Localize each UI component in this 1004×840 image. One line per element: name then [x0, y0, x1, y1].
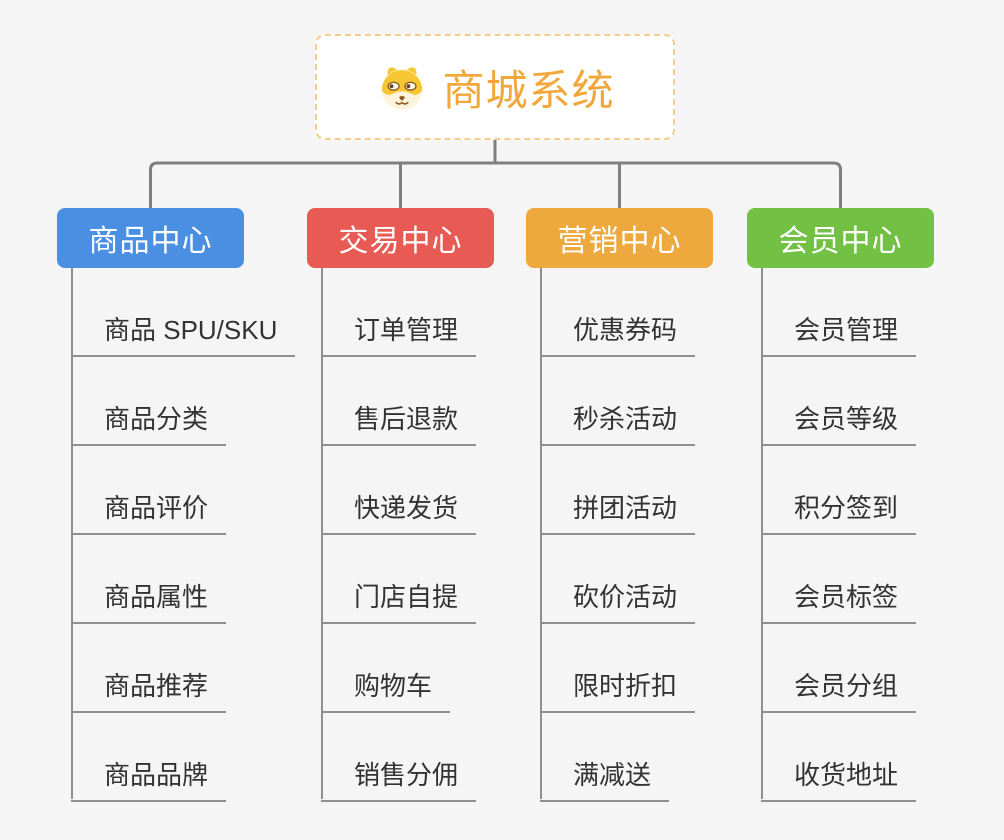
leaf-node[interactable]: 会员标签: [747, 535, 1004, 624]
leaf-label: 会员等级: [761, 399, 917, 446]
leaf-node[interactable]: 商品评价: [57, 446, 317, 535]
branch-node-member-center[interactable]: 会员中心: [747, 208, 934, 268]
leaf-node[interactable]: 限时折扣: [526, 624, 786, 713]
leaf-label: 会员标签: [761, 577, 917, 624]
leaf-node[interactable]: 积分签到: [747, 446, 1004, 535]
branch-label: 会员中心: [778, 225, 903, 258]
branch-vertical-line: [761, 268, 763, 799]
leaf-node[interactable]: 购物车: [307, 624, 567, 713]
branch-column-product-center: 商品 SPU/SKU 商品分类 商品评价 商品属性 商品推荐 商品品牌: [57, 268, 317, 802]
leaf-label: 收货地址: [761, 755, 917, 802]
leaf-node[interactable]: 快递发货: [307, 446, 567, 535]
leaf-label: 订单管理: [321, 310, 477, 357]
leaf-node[interactable]: 会员分组: [747, 624, 1004, 713]
leaf-node[interactable]: 优惠券码: [526, 268, 786, 357]
leaf-label: 砍价活动: [540, 577, 696, 624]
leaf-node[interactable]: 砍价活动: [526, 535, 786, 624]
root-node-mall-system[interactable]: 商城系统: [315, 34, 675, 140]
leaf-label: 快递发货: [321, 488, 477, 535]
leaf-label: 商品 SPU/SKU: [71, 310, 296, 357]
leaf-node[interactable]: 销售分佣: [307, 713, 567, 802]
branch-column-member-center: 会员管理 会员等级 积分签到 会员标签 会员分组 收货地址: [747, 268, 1004, 802]
leaf-label: 商品评价: [71, 488, 227, 535]
branch-column-trade-center: 订单管理 售后退款 快递发货 门店自提 购物车 销售分佣: [307, 268, 567, 802]
leaf-label: 会员管理: [761, 310, 917, 357]
leaf-label: 销售分佣: [321, 755, 477, 802]
leaf-label: 购物车: [321, 666, 451, 713]
leaf-label: 优惠券码: [540, 310, 696, 357]
branch-node-product-center[interactable]: 商品中心: [57, 208, 244, 268]
leaf-label: 限时折扣: [540, 666, 696, 713]
root-node-title: 商城系统: [442, 66, 615, 114]
leaf-node[interactable]: 收货地址: [747, 713, 1004, 802]
leaf-node[interactable]: 商品 SPU/SKU: [57, 268, 317, 357]
leaf-node[interactable]: 会员等级: [747, 357, 1004, 446]
leaf-node[interactable]: 满减送: [526, 713, 786, 802]
leaf-node[interactable]: 售后退款: [307, 357, 567, 446]
leaf-node[interactable]: 会员管理: [747, 268, 1004, 357]
leaf-node[interactable]: 订单管理: [307, 268, 567, 357]
branch-label: 商品中心: [88, 225, 213, 258]
branch-vertical-line: [321, 268, 323, 799]
leaf-label: 拼团活动: [540, 488, 696, 535]
branch-label: 营销中心: [557, 225, 682, 258]
leaf-label: 商品属性: [71, 577, 227, 624]
leaf-label: 商品分类: [71, 399, 227, 446]
leaf-node[interactable]: 门店自提: [307, 535, 567, 624]
leaf-node[interactable]: 拼团活动: [526, 446, 786, 535]
branch-column-marketing-center: 优惠券码 秒杀活动 拼团活动 砍价活动 限时折扣 满减送: [526, 268, 786, 802]
branch-node-marketing-center[interactable]: 营销中心: [526, 208, 713, 268]
leaf-node[interactable]: 商品推荐: [57, 624, 317, 713]
leaf-node[interactable]: 商品品牌: [57, 713, 317, 802]
leaf-label: 会员分组: [761, 666, 917, 713]
leaf-node[interactable]: 商品分类: [57, 357, 317, 446]
leaf-label: 商品品牌: [71, 755, 227, 802]
leaf-label: 门店自提: [321, 577, 477, 624]
branch-vertical-line: [540, 268, 542, 799]
branch-label: 交易中心: [338, 225, 463, 258]
branch-vertical-line: [71, 268, 73, 799]
leaf-label: 商品推荐: [71, 666, 227, 713]
leaf-label: 售后退款: [321, 399, 477, 446]
leaf-label: 秒杀活动: [540, 399, 696, 446]
branch-node-trade-center[interactable]: 交易中心: [307, 208, 494, 268]
leaf-label: 积分签到: [761, 488, 917, 535]
leaf-node[interactable]: 秒杀活动: [526, 357, 786, 446]
leaf-label: 满减送: [540, 755, 670, 802]
leaf-node[interactable]: 商品属性: [57, 535, 317, 624]
shiba-dog-face-icon: [375, 60, 429, 114]
